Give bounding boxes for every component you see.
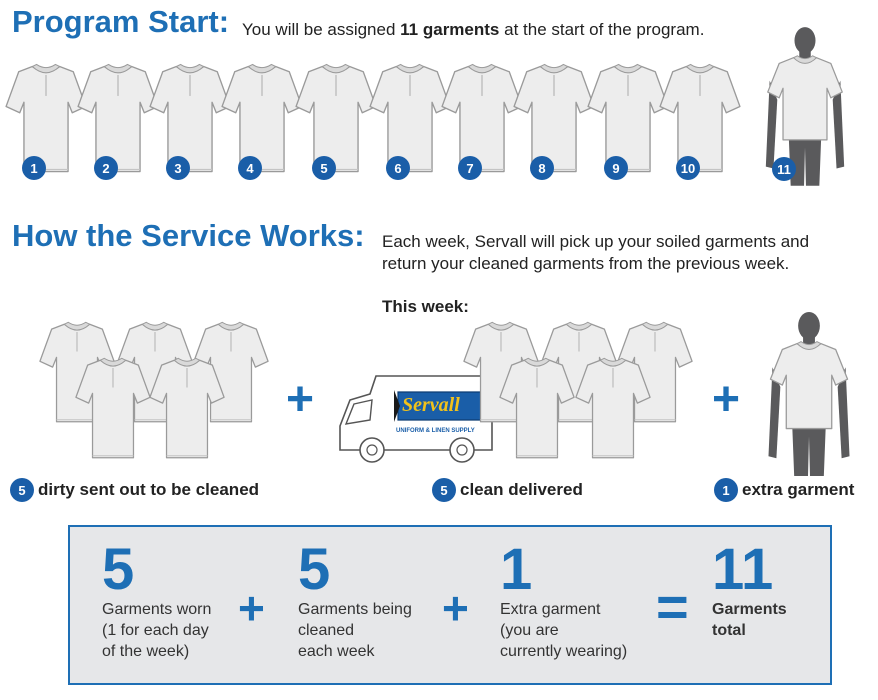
garment-item: 2 [76,60,160,181]
shirt-icon [574,352,652,464]
garment-item: 8 [512,60,596,181]
shirt-icon [294,60,378,176]
person-wearing-garment-icon [764,308,854,476]
service-line-2: return your cleaned garments from the pr… [382,254,790,273]
extra-value: 1 [500,537,533,602]
garment-number-badge: 5 [312,156,336,180]
shirt-icon [148,352,226,464]
garment-item: 3 [148,60,232,181]
shirt-icon [658,60,742,176]
clean-caption: 5 clean delivered [432,478,583,502]
shirt-icon [74,352,152,464]
garment-number-badge: 7 [458,156,482,180]
garment-item: 6 [368,60,452,181]
garment-number-badge: 9 [604,156,628,180]
shirt-icon [512,60,596,176]
total-description: Garments total [712,601,787,639]
plus-icon: + [238,582,265,634]
intro-text-end: at the start of the program. [499,20,705,39]
worn-description: Garments worn (1 for each day of the wee… [102,601,212,660]
garment-number-badge: 6 [386,156,410,180]
clean-count-badge: 5 [432,478,456,502]
intro-text: You will be assigned [242,20,401,39]
garment-item: 9 [586,60,670,181]
garment-number-badge: 4 [238,156,262,180]
dirty-caption: 5 dirty sent out to be cleaned [10,478,259,502]
garment-number-badge: 10 [676,156,700,180]
servall-logo: Servall [402,394,460,416]
garment-number-badge: 2 [94,156,118,180]
person-garment-item: 11 [762,22,848,192]
this-week-label: This week: [382,297,469,316]
plus-icon: + [442,582,469,634]
program-start-intro: You will be assigned 11 garments at the … [242,20,704,40]
cleaned-description: Garments being cleaned each week [298,601,412,660]
garment-number-badge: 3 [166,156,190,180]
service-heading: How the Service Works: [12,218,365,253]
garment-item: 1 [4,60,88,181]
extra-description: Extra garment (you are currently wearing… [500,601,628,660]
garment-item: 4 [220,60,304,181]
garment-item: 10 [658,60,742,181]
extra-caption: 1 extra garment [714,478,854,502]
intro-bold-text: 11 garments [400,20,500,39]
garment-item: 7 [440,60,524,181]
plus-icon: + [286,373,315,426]
dirty-count-badge: 5 [10,478,34,502]
summary-panel: 5 Garments worn (1 for each day of the w… [68,525,832,685]
extra-label: extra garment [742,480,855,499]
shirt-icon [220,60,304,176]
shirt-icon [498,352,576,464]
clean-label: clean delivered [460,480,583,499]
garment-number-badge: 8 [530,156,554,180]
program-start-heading: Program Start: [12,4,230,39]
cleaned-value: 5 [298,537,331,602]
extra-count-badge: 1 [714,478,738,502]
servall-subtitle: UNIFORM & LINEN SUPPLY [396,428,475,434]
garment-number-badge: 1 [22,156,46,180]
equals-icon: = [656,575,689,638]
worn-value: 5 [102,537,135,602]
garment-item: 5 [294,60,378,181]
garment-number-badge: 11 [772,157,796,181]
dirty-label: dirty sent out to be cleaned [38,480,260,499]
total-value: 11 [712,537,774,602]
service-line-1: Each week, Servall will pick up your soi… [382,232,810,251]
plus-icon: + [712,373,741,426]
